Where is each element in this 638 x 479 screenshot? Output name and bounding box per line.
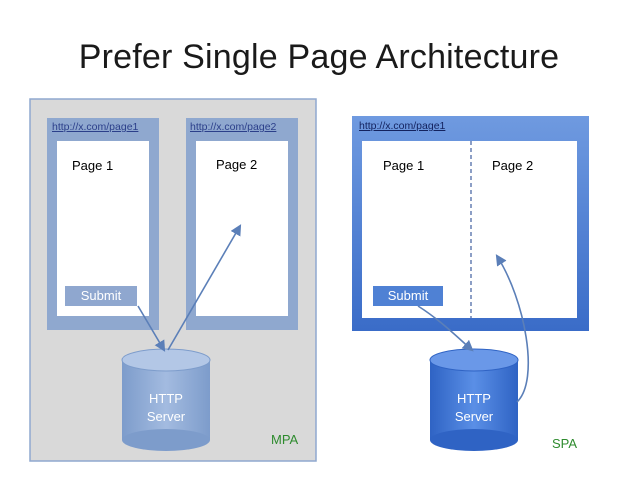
mpa-server-line2: Server xyxy=(146,409,186,424)
mpa-window2-page-label: Page 2 xyxy=(216,157,258,172)
mpa-server-line1: HTTP xyxy=(149,391,183,406)
page-title: Prefer Single Page Architecture xyxy=(78,38,560,76)
spa-server-line2: Server xyxy=(454,409,494,424)
mpa-window2-page xyxy=(196,141,288,316)
spa-server-cylinder xyxy=(429,348,519,451)
spa-window-url[interactable]: http://x.com/page1 xyxy=(359,120,446,132)
spa-response-arrow xyxy=(495,254,529,403)
spa-page1-label: Page 1 xyxy=(383,158,425,173)
mpa-submit-arrow xyxy=(137,305,166,352)
mpa-submit-button[interactable]: Submit xyxy=(65,286,137,306)
mpa-response-arrow xyxy=(167,224,242,351)
spa-server-label: HTTP Server xyxy=(430,390,518,426)
mpa-window1-url[interactable]: http://x.com/page1 xyxy=(52,121,139,133)
mpa-server-cylinder xyxy=(121,348,211,451)
spa-server-line1: HTTP xyxy=(457,391,491,406)
spa-submit-button[interactable]: Submit xyxy=(373,286,443,306)
mpa-window1-page-label: Page 1 xyxy=(72,158,114,173)
spa-submit-arrow xyxy=(417,305,474,352)
mpa-server-label: HTTP Server xyxy=(122,390,210,426)
mpa-label: MPA xyxy=(271,432,299,447)
spa-label: SPA xyxy=(552,436,578,451)
spa-page2-label: Page 2 xyxy=(492,158,534,173)
mpa-window2-url[interactable]: http://x.com/page2 xyxy=(190,121,277,133)
